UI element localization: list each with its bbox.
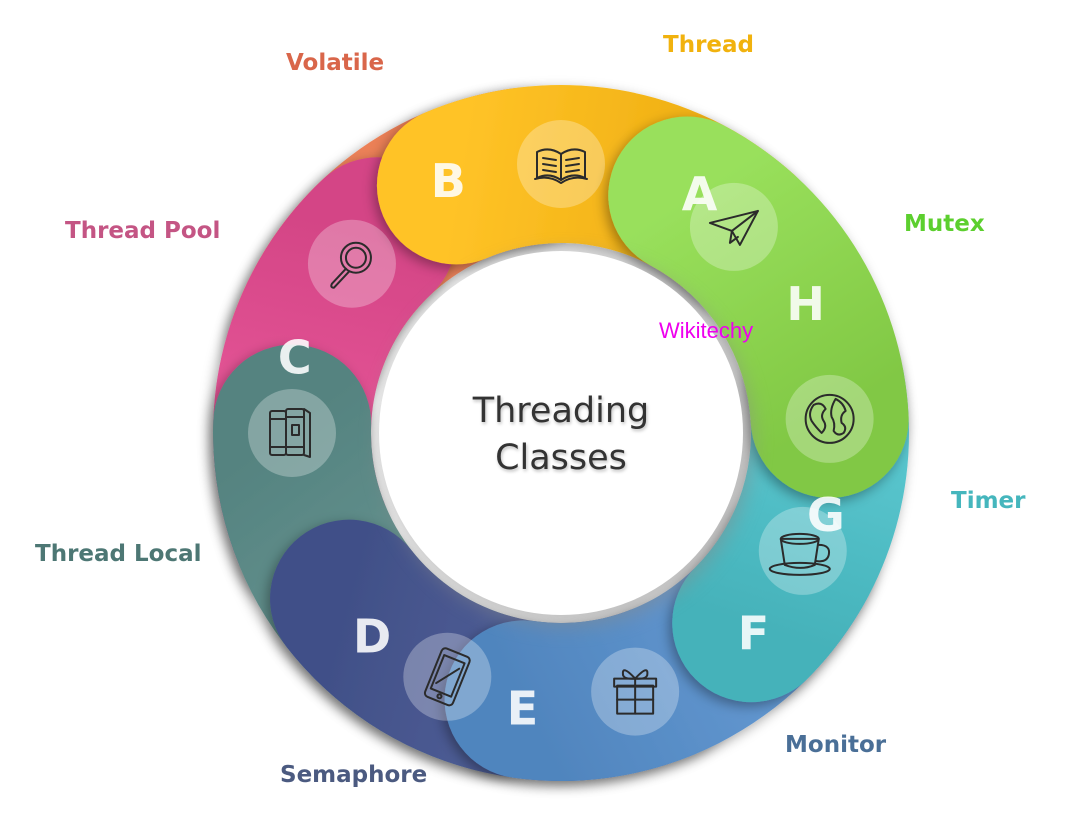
segment-letter-a: A: [682, 167, 718, 221]
coffee-cup-icon: [768, 532, 831, 576]
open-book-icon: [534, 148, 588, 184]
center-title-line-1: Threading: [472, 391, 650, 431]
icon-circle-f: [758, 506, 847, 595]
label-mutex: Mutex: [904, 211, 985, 237]
paper-plane-icon: [708, 209, 759, 246]
center-title-line-2: Classes: [495, 438, 627, 478]
label-thread-local: Thread Local: [35, 541, 202, 567]
books-icon: [269, 408, 311, 458]
segment-letter-g: G: [807, 488, 845, 542]
smartphone-icon: [423, 647, 471, 707]
gift-box-icon: [613, 669, 658, 715]
label-thread: Thread: [663, 32, 754, 58]
segment-letter-b: B: [431, 154, 466, 208]
label-semaphore: Semaphore: [280, 762, 428, 788]
center-title: Threading Classes: [411, 388, 711, 482]
globe-icon: [804, 393, 855, 444]
label-timer: Timer: [951, 488, 1026, 514]
segment-letter-d: D: [353, 610, 391, 664]
icon-circle-b: [307, 219, 396, 308]
segment-letter-f: F: [738, 606, 769, 660]
magnifier-icon: [330, 241, 372, 289]
segment-letter-e: E: [507, 681, 538, 735]
icon-circle-g: [785, 374, 874, 463]
icon-circle-h: [689, 182, 778, 271]
center-hole: [379, 251, 743, 615]
label-monitor: Monitor: [785, 732, 887, 758]
label-thread-pool: Thread Pool: [65, 218, 221, 244]
segment-letter-c: C: [278, 331, 312, 385]
watermark: Wikitechy: [659, 318, 754, 343]
label-volatile: Volatile: [286, 50, 385, 76]
segment-letter-h: H: [786, 277, 825, 331]
